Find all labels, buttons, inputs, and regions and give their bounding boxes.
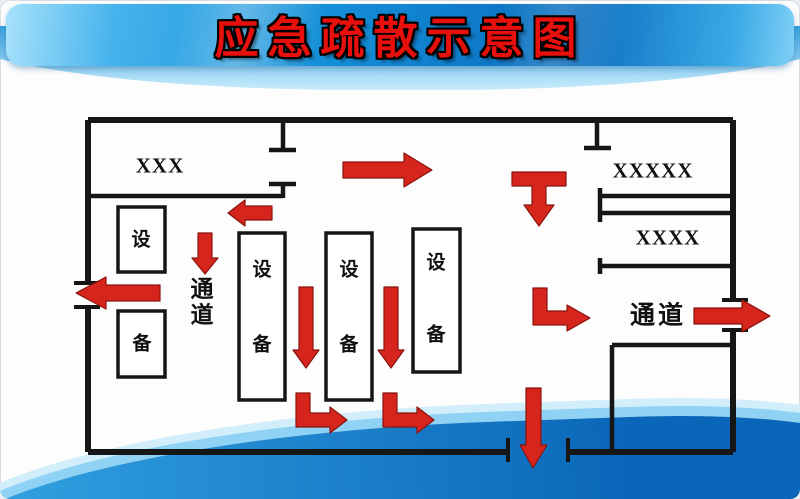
corridor-left-label: 通 道 (190, 276, 214, 329)
room-label-top-right-upper: XXXXX (612, 158, 694, 183)
poster-title: 应急疏散示意图 (214, 13, 586, 64)
evac-arrow-elbow-2-icon (382, 392, 435, 434)
equipment-char-left-top: 设 (131, 228, 151, 251)
evac-arrow-elbow-1-icon (295, 392, 348, 434)
outer-walls (85, 117, 736, 455)
evac-arrow-exit-left-icon (75, 276, 161, 310)
corridor-right-label: 通道 (629, 300, 687, 330)
evac-arrow-top-right-icon (342, 152, 433, 188)
equipment-box-left-top (116, 205, 167, 274)
equipment-char-box2-top: 设 (339, 258, 359, 281)
title-banner (6, 4, 794, 66)
room-label-top-right-lower: XXXX (635, 225, 701, 250)
corridor-left-char-top: 通 (190, 276, 214, 303)
equipment-char-box1-bottom: 备 (252, 333, 272, 356)
evac-arrow-down-mid-2-icon (377, 286, 405, 369)
equipment-box-1 (237, 231, 287, 402)
equipment-char-left-bottom: 备 (132, 332, 152, 355)
equipment-char-box3-bottom: 备 (426, 323, 446, 346)
evac-arrow-junction-down-icon (511, 171, 567, 227)
evac-arrow-down-left-icon (191, 232, 219, 275)
evac-arrow-exit-right-icon (693, 299, 771, 333)
corridor-left-char-bottom: 道 (190, 302, 214, 328)
evac-arrow-left-small-icon (227, 199, 273, 227)
equipment-char-box3-top: 设 (426, 251, 446, 274)
equipment-box-3 (411, 227, 462, 374)
door-jambs (74, 281, 748, 462)
inner-walls (88, 118, 733, 452)
equipment-char-box2-bottom: 备 (339, 333, 359, 356)
evac-arrow-exit-bottom-icon (519, 387, 548, 469)
equipment-box-left-bottom (116, 309, 167, 379)
evac-arrow-down-mid-1-icon (292, 286, 320, 369)
equipment-char-box1-top: 设 (252, 258, 272, 281)
room-label-top-left: XXX (135, 153, 185, 178)
evac-arrow-elbow-right-icon (532, 287, 591, 332)
equipment-box-2 (324, 231, 374, 402)
